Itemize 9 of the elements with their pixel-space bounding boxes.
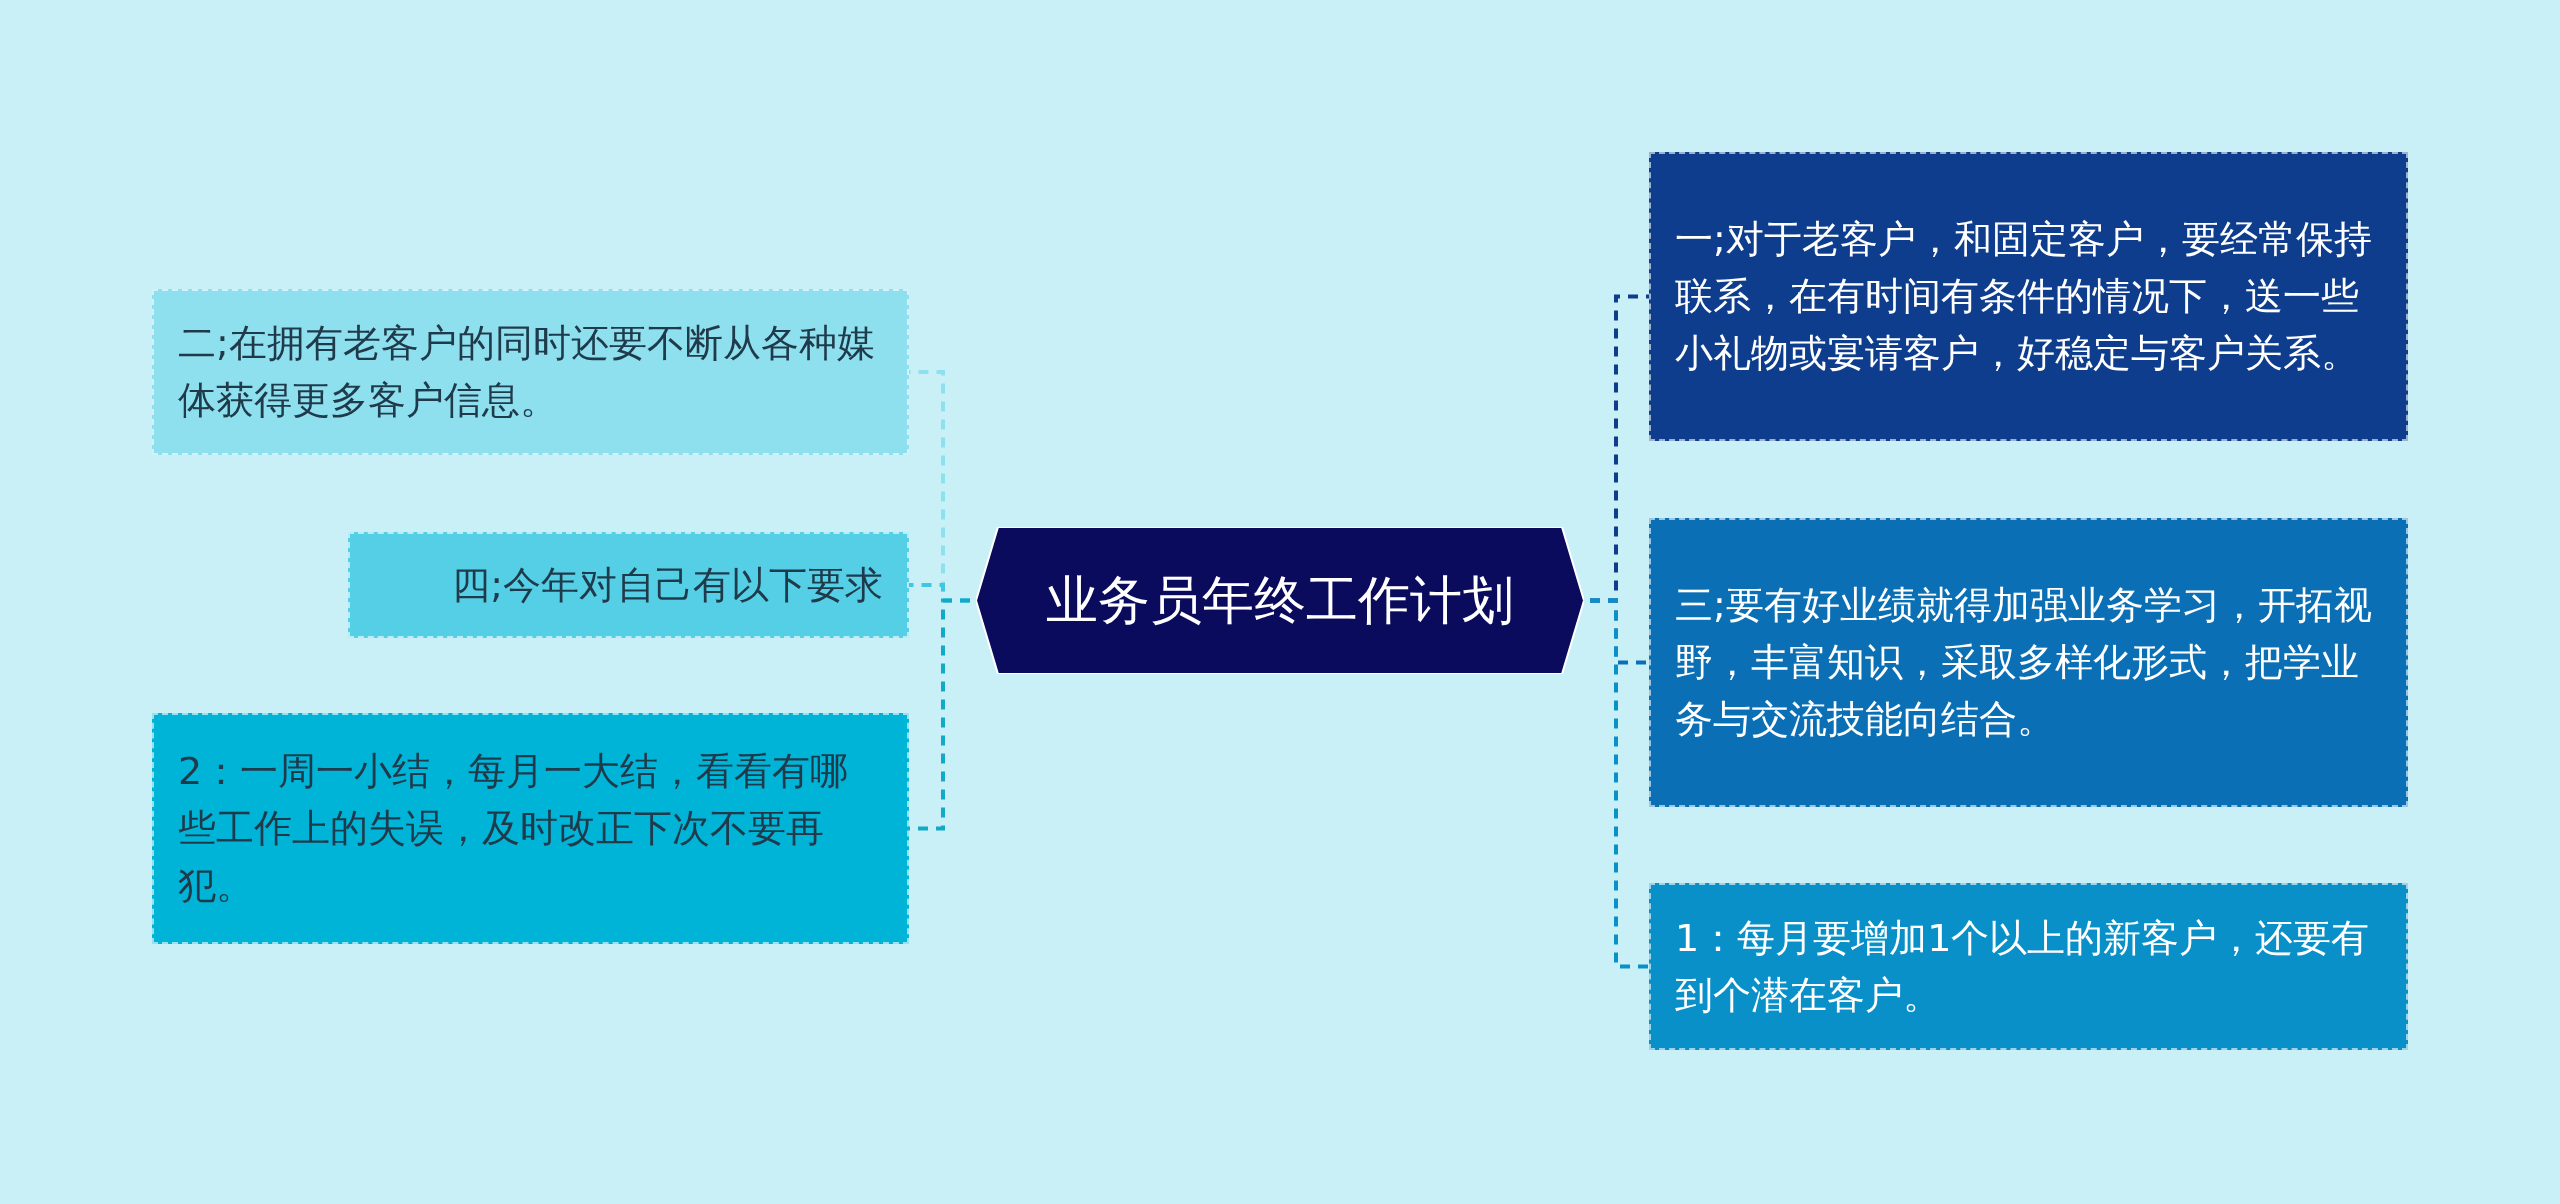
connector-line <box>1590 598 1649 969</box>
topic-box: 2：一周一小结，每月一大结，看看有哪些工作上的失误，及时改正下次不要再犯。 <box>152 713 909 944</box>
central-topic-hexagon <box>976 527 1584 674</box>
topic-title: 业务员年终工作计划 <box>1046 568 1514 632</box>
topic-box: 三;要有好业绩就得加强业务学习，开拓视野，丰富知识，采取多样化形式，把学业务与交流技能向结合。 <box>1649 518 2408 807</box>
topic-box: 一;对于老客户，和固定客户，要经常保持联系，在有时间有条件的情况下，送一些小礼物或宴请客户，好稳定与客户关系。 <box>1649 152 2408 441</box>
topic-box: 四;今年对自己有以下要求 <box>348 532 909 638</box>
topic-box: 1：每月要增加1个以上的新客户，还要有到个潜在客户。 <box>1649 883 2408 1050</box>
topic-box: 二;在拥有老客户的同时还要不断从各种媒体获得更多客户信息。 <box>152 289 909 455</box>
